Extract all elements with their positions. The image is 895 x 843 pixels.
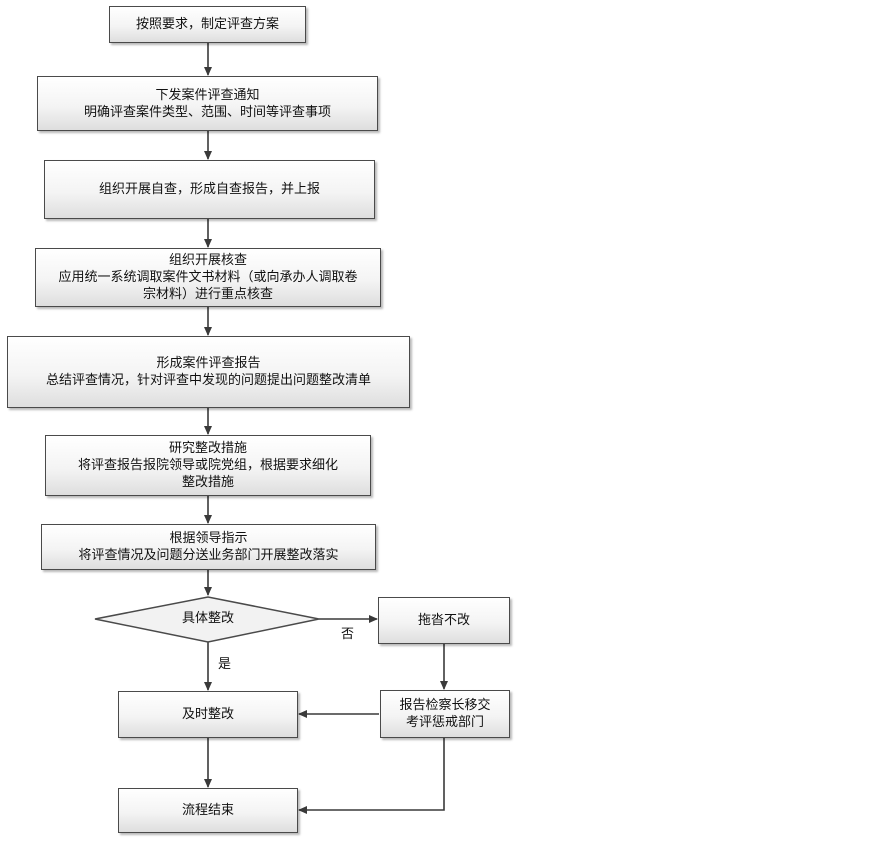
step-title: 研究整改措施 [168,441,247,456]
edge-label-yes: 是 [218,657,232,672]
step-process-end: 流程结束 [118,788,298,833]
step-text: 拖沓不改 [417,613,470,628]
step-text: 将评查情况及问题分送业务部门开展整改落实 [78,548,339,563]
step-text: 总结评查情况，针对评查中发现的问题提出问题整改清单 [45,373,371,388]
step-text: 流程结束 [181,803,234,818]
decision-diamond [94,596,320,643]
step-text: 整改措施 [181,475,234,490]
step-title: 形成案件评查报告 [156,356,261,371]
step-review-report: 形成案件评查报告 总结评查情况，针对评查中发现的问题提出问题整改清单 [7,336,410,408]
step-text: 考评惩戒部门 [405,715,484,730]
step-text: 报告检察长移交 [399,698,491,713]
step-text: 按照要求，制定评查方案 [135,17,279,32]
step-text: 明确评查案件类型、范围、时间等评查事项 [83,104,331,120]
step-report-transfer: 报告检察长移交 考评惩戒部门 [380,690,510,738]
step-leadership-instructions: 根据领导指示 将评查情况及问题分送业务部门开展整改落实 [41,524,376,570]
decision-label: 具体整改 [181,611,234,626]
step-text: 组织开展自查，形成自查报告，并上报 [98,182,320,197]
step-self-check: 组织开展自查，形成自查报告，并上报 [44,160,375,219]
step-verification: 组织开展核查 应用统一系统调取案件文书材料（或向承办人调取卷 宗材料）进行重点核… [35,248,381,307]
step-title: 组织开展核查 [168,253,247,268]
step-title: 下发案件评查通知 [155,87,260,103]
step-fix-in-time: 及时整改 [118,691,298,738]
step-issue-notice: 下发案件评查通知 明确评查案件类型、范围、时间等评查事项 [37,76,378,131]
edge-label-no: 否 [341,627,355,642]
step-delay-no-fix: 拖沓不改 [378,597,510,644]
arrow-report-end [298,737,445,814]
step-text: 及时整改 [181,707,234,722]
step-text: 宗材料）进行重点核查 [142,287,273,302]
step-make-plan: 按照要求，制定评查方案 [109,6,306,43]
step-text: 将评查报告报院领导或院党组，根据要求细化 [77,458,338,473]
step-title: 根据领导指示 [169,531,248,546]
step-text: 应用统一系统调取案件文书材料（或向承办人调取卷 [58,270,358,285]
step-study-measures: 研究整改措施 将评查报告报院领导或院党组，根据要求细化 整改措施 [45,435,371,496]
